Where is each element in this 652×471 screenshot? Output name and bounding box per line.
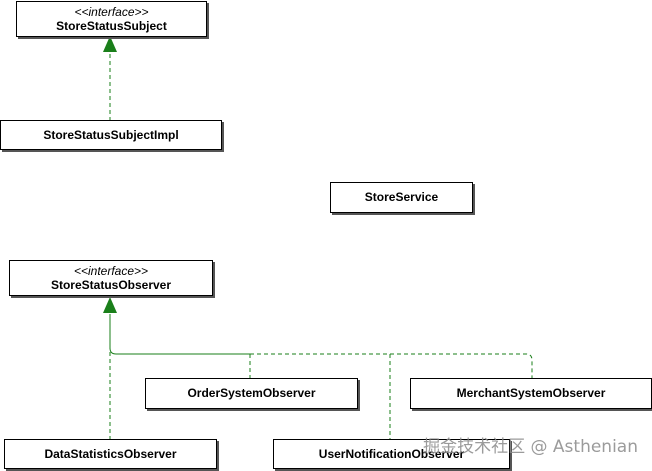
class-name: DataStatisticsObserver: [44, 447, 177, 461]
class-user-notification-observer[interactable]: UserNotificationObserver: [273, 439, 510, 469]
class-name: OrderSystemObserver: [187, 386, 316, 400]
class-name: StoreStatusSubject: [56, 19, 167, 33]
realization-merchant-observer: [250, 353, 533, 380]
watermark: 掘金技术社区 @ Asthenian: [423, 437, 638, 457]
stereotype-label: <<interface>>: [74, 5, 149, 19]
observer-bus-curve: [109, 314, 250, 355]
arrowhead-subject: [103, 36, 117, 52]
class-name: MerchantSystemObserver: [456, 386, 606, 400]
arrowhead-observer: [103, 297, 117, 313]
class-order-system-observer[interactable]: OrderSystemObserver: [145, 378, 358, 409]
class-name: StoreStatusSubjectImpl: [43, 128, 179, 142]
class-name: UserNotificationObserver: [318, 447, 465, 461]
class-store-status-subject-impl[interactable]: StoreStatusSubjectImpl: [0, 120, 222, 150]
class-name: StoreStatusObserver: [50, 278, 172, 292]
class-store-status-subject[interactable]: <<interface>> StoreStatusSubject: [16, 1, 207, 37]
class-merchant-system-observer[interactable]: MerchantSystemObserver: [410, 378, 652, 409]
class-data-statistics-observer[interactable]: DataStatisticsObserver: [4, 439, 217, 469]
class-store-service[interactable]: StoreService: [330, 182, 473, 213]
stereotype-label: <<interface>>: [73, 264, 149, 278]
class-name: StoreService: [364, 190, 439, 204]
class-store-status-observer[interactable]: <<interface>> StoreStatusObserver: [9, 260, 213, 296]
